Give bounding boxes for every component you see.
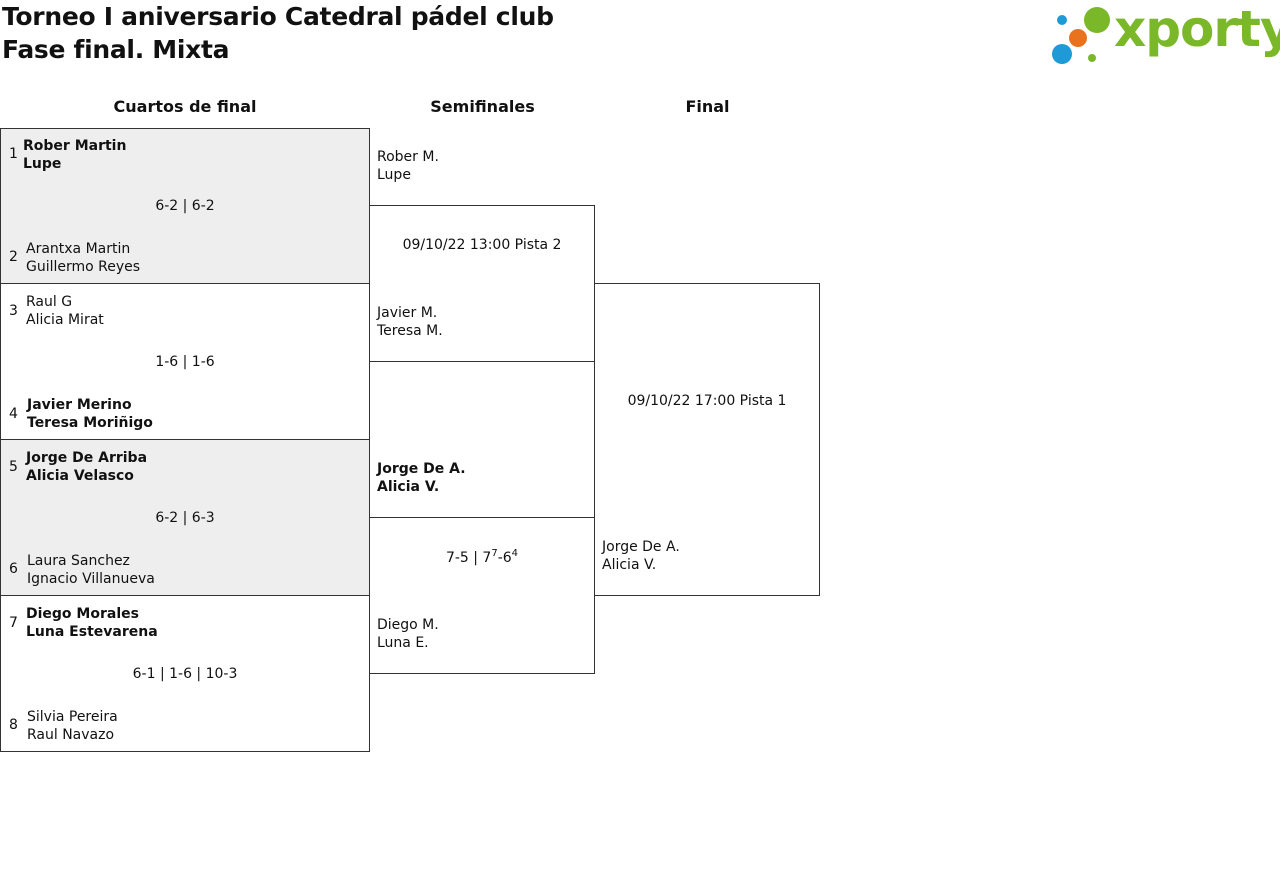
- seed-number: 7: [9, 615, 18, 631]
- team-2: Silvia Pereira Raul Navazo: [27, 708, 118, 744]
- seed-number: 4: [9, 406, 18, 422]
- seed-number: 2: [9, 249, 18, 265]
- round-header-semifinals: Semifinales: [430, 97, 535, 116]
- quarterfinal-match-2[interactable]: 3 Raul G Alicia Mirat 1-6 | 1-6 4 Javier…: [0, 283, 370, 440]
- player-name: Luna Estevarena: [26, 624, 158, 640]
- team-2: Arantxa Martin Guillermo Reyes: [26, 240, 140, 276]
- semifinal-2-team-1-winner: Jorge De A. Alicia V.: [377, 460, 466, 496]
- round-header-quarterfinals: Cuartos de final: [113, 97, 257, 116]
- team-1-winner: Diego Morales Luna Estevarena: [26, 605, 158, 641]
- match-schedule: 09/10/22 17:00 Pista 1: [627, 393, 787, 409]
- player-name: Teresa Moriñigo: [27, 415, 153, 431]
- phase-subtitle: Fase final. Mixta: [2, 35, 230, 64]
- player-name: Raul G: [26, 294, 73, 310]
- player-name: Javier M.: [377, 305, 438, 321]
- semifinal-1-team-2: Javier M. Teresa M.: [377, 304, 443, 340]
- round-header-final: Final: [685, 97, 730, 116]
- quarterfinal-match-4[interactable]: 7 Diego Morales Luna Estevarena 6-1 | 1-…: [0, 595, 370, 752]
- tournament-title: Torneo I aniversario Catedral pádel club: [2, 2, 554, 31]
- semifinal-match-1[interactable]: 09/10/22 13:00 Pista 2 Javier M. Teresa …: [369, 205, 595, 362]
- logo-dots-icon: [1052, 7, 1110, 64]
- player-name: Alicia V.: [377, 479, 440, 495]
- player-name: Diego Morales: [26, 606, 139, 622]
- player-name: Raul Navazo: [27, 727, 115, 743]
- player-name: Lupe: [377, 167, 411, 183]
- player-name: Arantxa Martin: [26, 241, 131, 257]
- semifinal-match-2[interactable]: 7-5 | 77-64 Diego M. Luna E.: [369, 517, 595, 674]
- player-name: Luna E.: [377, 635, 429, 651]
- match-score: 6-2 | 6-3: [155, 510, 215, 526]
- team-1-winner: Jorge De Arriba Alicia Velasco: [26, 449, 147, 485]
- seed-number: 8: [9, 717, 18, 733]
- team-1-winner: Rober Martin Lupe: [23, 137, 126, 173]
- player-name: Laura Sanchez: [27, 553, 130, 569]
- seed-number: 5: [9, 459, 18, 475]
- semifinal-2-team-2: Diego M. Luna E.: [377, 616, 439, 652]
- player-name: Javier Merino: [27, 397, 132, 413]
- seed-number: 6: [9, 561, 18, 577]
- tiebreak-score: 7: [491, 548, 498, 559]
- team-1: Raul G Alicia Mirat: [26, 293, 104, 329]
- seed-number: 1: [9, 146, 18, 162]
- quarterfinal-match-1[interactable]: 1 Rober Martin Lupe 6-2 | 6-2 2 Arantxa …: [0, 128, 370, 284]
- match-score: 6-2 | 6-2: [155, 198, 215, 214]
- player-name: Silvia Pereira: [27, 709, 118, 725]
- player-name: Lupe: [23, 156, 62, 172]
- player-name: Alicia Mirat: [26, 312, 104, 328]
- xporty-logo[interactable]: xporty: [1050, 0, 1280, 66]
- match-score: 7-5 | 77-64: [370, 548, 594, 567]
- seed-number: 3: [9, 303, 18, 319]
- player-name: Guillermo Reyes: [26, 259, 141, 275]
- quarterfinal-match-3[interactable]: 5 Jorge De Arriba Alicia Velasco 6-2 | 6…: [0, 439, 370, 596]
- team-2: Laura Sanchez Ignacio Villanueva: [27, 552, 155, 588]
- semifinal-1-team-1: Rober M. Lupe: [377, 148, 439, 184]
- player-name: Alicia Velasco: [26, 468, 134, 484]
- player-name: Jorge De Arriba: [26, 450, 148, 466]
- final-team: Jorge De A. Alicia V.: [602, 538, 680, 574]
- player-name: Alicia V.: [602, 557, 657, 573]
- player-name: Jorge De A.: [602, 539, 680, 555]
- player-name: Diego M.: [377, 617, 439, 633]
- match-score: 1-6 | 1-6: [155, 354, 215, 370]
- player-name: Ignacio Villanueva: [27, 571, 155, 587]
- final-match[interactable]: 09/10/22 17:00 Pista 1 Jorge De A. Alici…: [594, 283, 820, 596]
- match-score: 6-1 | 1-6 | 10-3: [132, 666, 238, 682]
- player-name: Teresa M.: [377, 323, 443, 339]
- score-part: -6: [497, 550, 512, 566]
- logo-wordmark: xporty: [1114, 0, 1280, 58]
- player-name: Jorge De A.: [377, 461, 466, 477]
- score-part: 7-5 | 7: [445, 550, 492, 566]
- player-name: Rober M.: [377, 149, 439, 165]
- match-schedule: 09/10/22 13:00 Pista 2: [402, 237, 562, 253]
- tiebreak-score: 4: [511, 548, 519, 559]
- team-2-winner: Javier Merino Teresa Moriñigo: [27, 396, 153, 432]
- player-name: Rober Martin: [23, 138, 127, 154]
